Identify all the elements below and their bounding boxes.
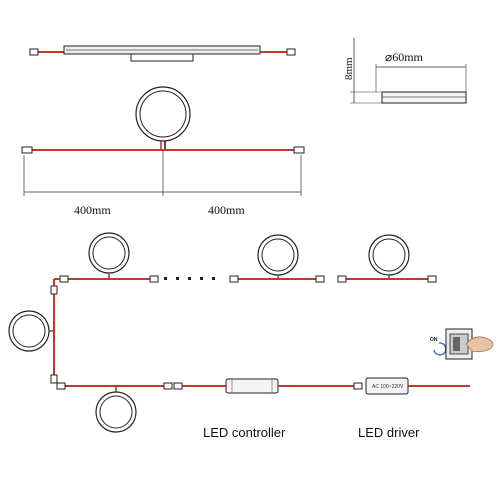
length-view: 400mm 400mm [21,86,305,217]
light-bar-base [130,53,194,62]
puck-profile [381,91,467,104]
connector-icon [149,275,159,283]
connector-icon [21,146,33,154]
connector-icon [50,374,58,384]
hand-icon [465,336,494,353]
cable-left-dimension: 400mm [74,203,111,217]
connector-icon [29,48,39,56]
controller-label: LED controller [203,425,286,440]
connector-icon [315,275,325,283]
driver-label: LED driver [358,425,420,440]
height-dimension: 8mm [343,57,355,80]
driver-marking: AC 100~220V [372,384,404,390]
ring-light-icon [257,234,299,276]
connector-icon [293,146,305,154]
ring-light-icon [368,234,410,276]
switch-state-label: ON [430,337,438,343]
profile-view: ⌀60mm 8mm [343,38,467,104]
connector-icon [229,275,239,283]
connector-icon [337,275,347,283]
connector-icon [353,382,363,390]
connector-icon [173,382,183,390]
ring-light-icon [135,86,191,142]
controller-box-icon [225,378,279,394]
ring-light-icon [88,232,130,274]
installation-view: AC 100~220V [8,232,470,433]
connector-icon [59,275,69,283]
continuation-dots [164,277,215,280]
diameter-dimension: ⌀60mm [385,50,424,64]
ring-light-icon [8,310,50,352]
cable-right-dimension: 400mm [208,203,245,217]
ring-light-icon [95,391,137,433]
connector-icon [427,275,437,283]
connector-icon [163,382,173,390]
connector-icon [50,285,58,295]
connector-icon [56,382,66,390]
driver-box-icon: AC 100~220V [365,377,409,395]
connector-icon [286,48,296,56]
side-view [29,45,296,62]
